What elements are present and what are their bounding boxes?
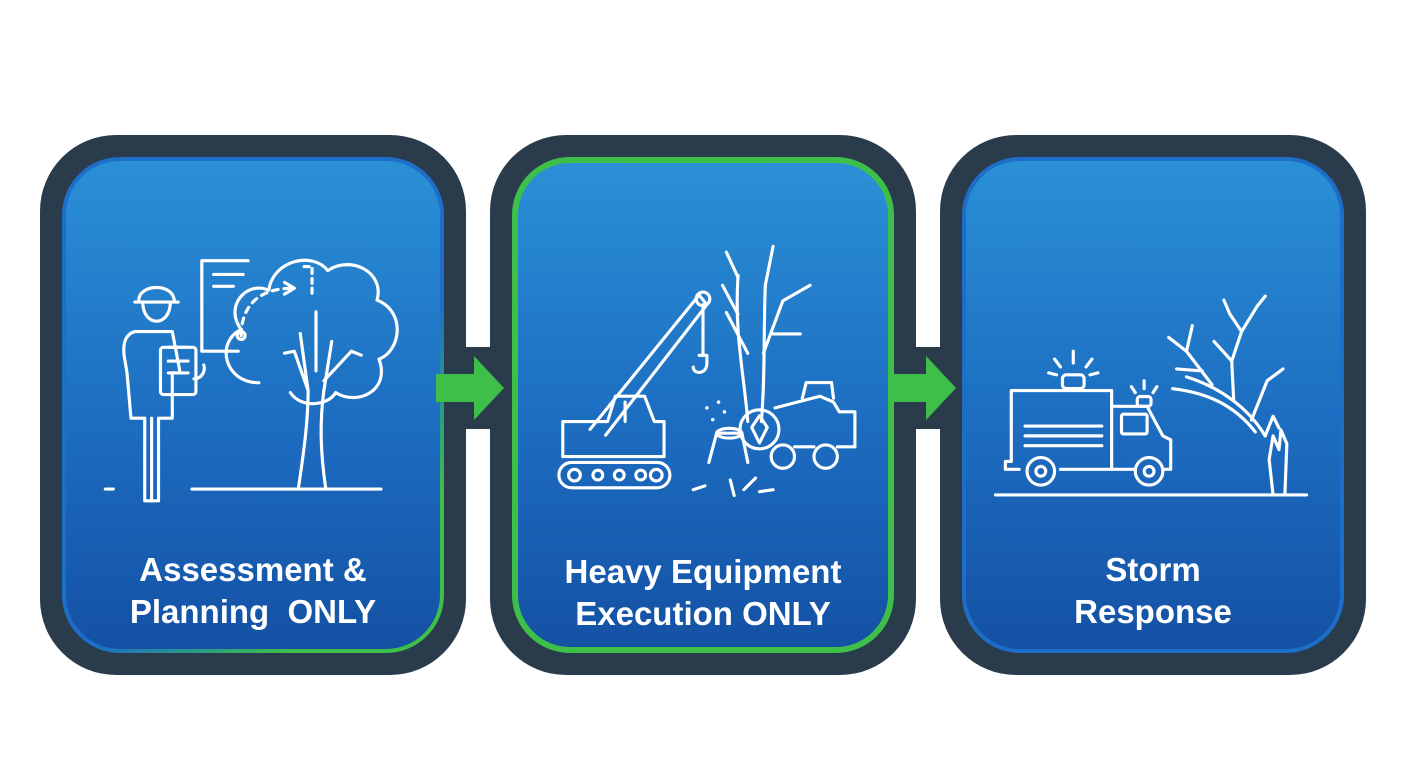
step-card-face: Assessment & Planning ONLY bbox=[62, 157, 444, 653]
step-card-face: Storm Response bbox=[962, 157, 1344, 653]
arborist-assessment-icon bbox=[103, 258, 399, 503]
step-label: Storm Response bbox=[1074, 551, 1232, 630]
arrow-right-icon bbox=[436, 356, 504, 420]
step-card-heavy-equipment: Heavy Equipment Execution ONLY bbox=[490, 135, 916, 675]
step-card-storm-response: Storm Response bbox=[940, 135, 1366, 675]
crane-stump-grinder-icon bbox=[557, 244, 857, 498]
step-label: Heavy Equipment Execution ONLY bbox=[564, 553, 842, 632]
step-label: Assessment & Planning ONLY bbox=[129, 551, 377, 630]
emergency-truck-broken-tree-icon bbox=[993, 294, 1309, 497]
step-card-assessment: Assessment & Planning ONLY bbox=[40, 135, 466, 675]
step-card-face: Heavy Equipment Execution ONLY bbox=[512, 157, 894, 653]
arrow-right-icon bbox=[888, 356, 956, 420]
